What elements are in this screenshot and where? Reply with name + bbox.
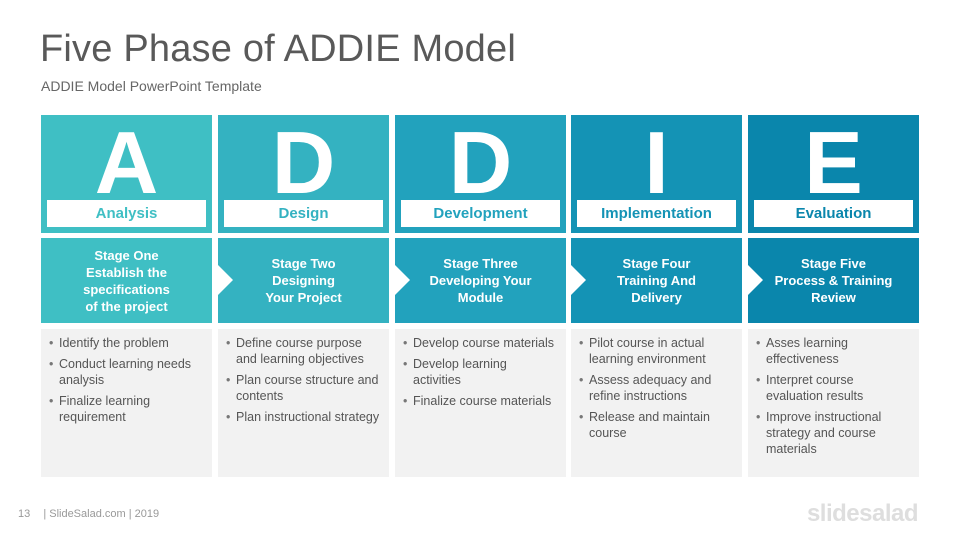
phase-label: Analysis [47,200,206,227]
phase-column-design: D Design Stage Two Designing Your Projec… [218,115,389,477]
phase-header: D Development [395,115,566,233]
stage-line: Stage Two [271,256,336,271]
bullet-item: Plan course structure and contents [226,372,381,404]
stage-line: Developing Your [429,273,532,288]
bullet-item: Develop course materials [403,335,558,351]
stage-box: Stage Two Designing Your Project [218,238,389,323]
bullet-item: Plan instructional strategy [226,409,381,425]
bullet-item: Identify the problem [49,335,204,351]
phase-header: D Design [218,115,389,233]
phase-letter: D [448,113,513,212]
bullet-item: Finalize course materials [403,393,558,409]
bullet-item: Pilot course in actual learning environm… [579,335,734,367]
bullet-item: Improve instructional strategy and cours… [756,409,911,457]
phase-column-analysis: A Analysis Stage One Establish the speci… [41,115,212,477]
phase-bullets: Pilot course in actual learning environm… [571,329,742,477]
stage-line: Stage Three [443,256,518,271]
phase-letter: I [644,113,669,212]
stage-line: Delivery [631,290,682,305]
arrow-notch [218,265,233,295]
bullet-item: Conduct learning needs analysis [49,356,204,388]
stage-line: Establish the [86,264,167,280]
phase-label: Implementation [577,200,736,227]
stage-line: specifications [83,281,170,297]
page-number: 13 [18,508,31,520]
phase-column-development: D Development Stage Three Developing You… [395,115,566,477]
phase-letter: E [804,113,863,212]
stage-line: of the project [85,298,168,314]
phase-letter: A [94,113,159,212]
addie-columns: A Analysis Stage One Establish the speci… [41,115,919,477]
slide-footer: 13 | SlideSalad.com | 2019 [18,508,159,520]
stage-box: Stage Five Process & Training Review [748,238,919,323]
bullet-item: Assess adequacy and refine instructions [579,372,734,404]
footer-text: | SlideSalad.com | 2019 [43,508,160,520]
stage-line: Designing [272,273,335,288]
slidesalad-logo: slidesalad [806,500,919,527]
stage-line: Module [457,290,504,305]
phase-bullets: Develop course materials Develop learnin… [395,329,566,477]
phase-label: Evaluation [754,200,913,227]
stage-box: Stage Four Training And Delivery [571,238,742,323]
phase-header: E Evaluation [748,115,919,233]
phase-letter: D [271,113,336,212]
stage-line: Process & Training [774,273,893,288]
phase-header: A Analysis [41,115,212,233]
phase-bullets: Asses learning effectiveness Interpret c… [748,329,919,477]
stage-line: Stage Five [800,256,866,271]
stage-line: Review [811,290,856,305]
bullet-item: Release and maintain course [579,409,734,441]
phase-header: I Implementation [571,115,742,233]
stage-line: Training And [617,273,696,288]
stage-line: Stage One [94,247,159,263]
slide-title: Five Phase of ADDIE Model [40,28,516,70]
phase-label: Design [224,200,383,227]
bullet-item: Finalize learning requirement [49,393,204,425]
phase-bullets: Define course purpose and learning objec… [218,329,389,477]
slide-subtitle: ADDIE Model PowerPoint Template [41,78,262,94]
bullet-item: Define course purpose and learning objec… [226,335,381,367]
arrow-notch [395,265,410,295]
stage-line: Stage Four [622,256,691,271]
stage-box: Stage One Establish the specifications o… [41,238,212,323]
phase-column-implementation: I Implementation Stage Four Training And… [571,115,742,477]
phase-column-evaluation: E Evaluation Stage Five Process & Traini… [748,115,919,477]
bullet-item: Develop learning activities [403,356,558,388]
arrow-notch [748,265,763,295]
stage-box: Stage Three Developing Your Module [395,238,566,323]
bullet-item: Interpret course evaluation results [756,372,911,404]
arrow-notch [571,265,586,295]
phase-bullets: Identify the problem Conduct learning ne… [41,329,212,477]
stage-line: Your Project [265,290,342,305]
phase-label: Development [401,200,560,227]
bullet-item: Asses learning effectiveness [756,335,911,367]
